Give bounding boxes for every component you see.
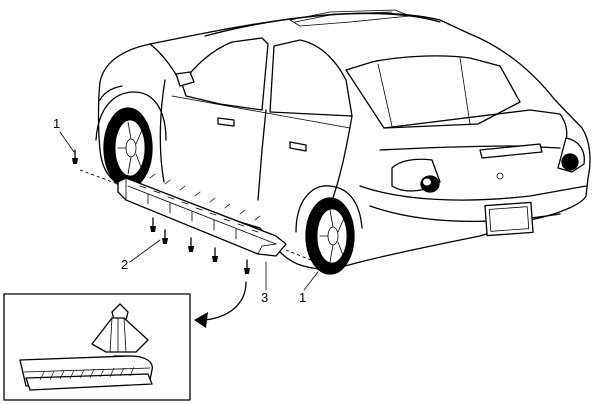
rear-wheel	[305, 197, 355, 275]
callout-1-bottom: 1	[299, 271, 319, 305]
callout-label: 1	[53, 116, 60, 131]
callout-2: 2	[121, 239, 161, 272]
vehicle-illustration	[95, 9, 591, 275]
detail-arrow	[194, 281, 247, 328]
clip-detail-box	[3, 293, 191, 401]
callout-label: 3	[261, 290, 268, 305]
push-pin-retainer-icon	[150, 217, 156, 232]
clip-detail-icon	[19, 303, 153, 391]
push-pin-retainer-icon	[162, 229, 168, 244]
callout-1-top: 1	[53, 116, 75, 153]
fastener-retainers	[72, 149, 250, 274]
front-wheel	[103, 107, 153, 189]
alignment-line	[79, 169, 317, 263]
push-pin-retainer-icon	[244, 259, 250, 274]
push-pin-retainer-icon	[72, 149, 78, 164]
push-pin-retainer-icon	[188, 237, 194, 252]
push-pin-retainer-icon	[212, 247, 218, 262]
callout-label: 1	[299, 290, 306, 305]
callout-label: 2	[121, 257, 128, 272]
callout-3: 3	[261, 261, 268, 305]
molding-clips	[139, 173, 261, 240]
rocker-panel-molding	[117, 173, 287, 257]
